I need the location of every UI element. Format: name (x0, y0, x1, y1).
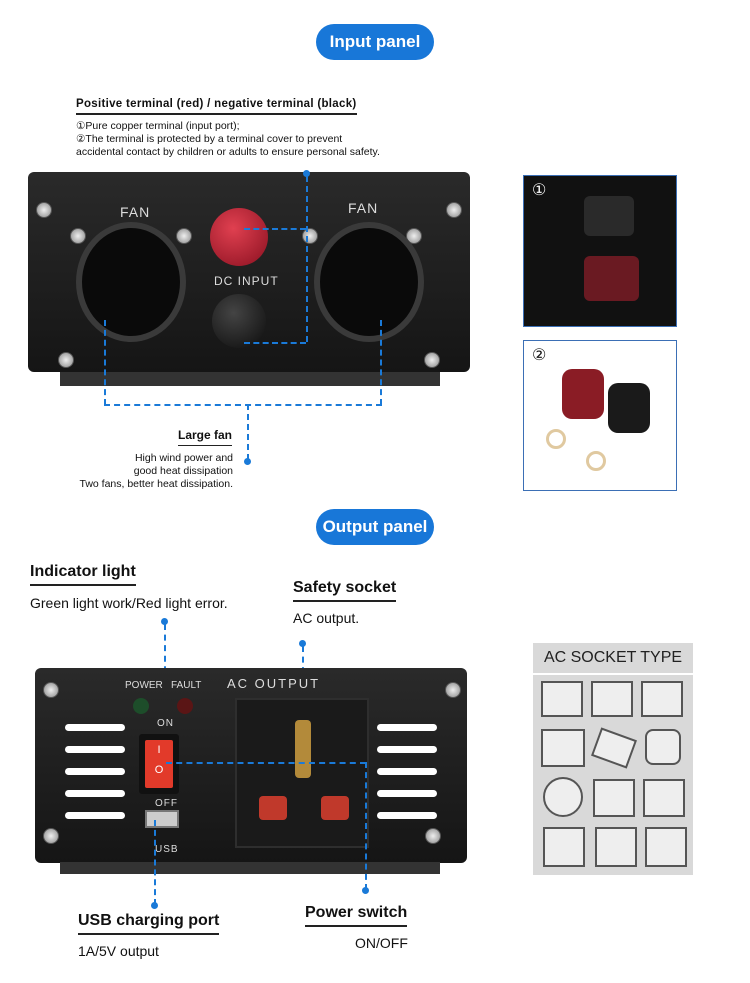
screw-icon (446, 202, 462, 218)
socket-icon (591, 681, 633, 717)
ac-socket-type-chart: AC SOCKET TYPE (533, 643, 693, 875)
power-led (133, 698, 149, 714)
pointer-dot (151, 902, 158, 909)
screw-icon (58, 352, 74, 368)
large-fan-heading: Large fan (178, 428, 233, 446)
switch-off-mark: O (154, 764, 164, 776)
socket-icon (645, 827, 687, 867)
indicator-text: Green light work/Red light error. (30, 595, 228, 611)
input-panel-badge: Input panel (316, 24, 434, 60)
terminal-description: ①Pure copper terminal (input port); ②The… (76, 120, 380, 159)
socket-icon (593, 779, 635, 817)
off-label: OFF (155, 798, 178, 809)
socket-icon (543, 777, 583, 817)
fan-line: good heat dissipation (133, 465, 233, 477)
negative-terminal (212, 294, 266, 348)
inset-number: ② (532, 347, 547, 364)
mounting-rail (60, 372, 440, 386)
socket-icon (641, 681, 683, 717)
terminal-line: ②The terminal is protected by a terminal… (76, 133, 343, 145)
screw-icon (424, 352, 440, 368)
terminal-closeup-2: ② (523, 340, 677, 491)
screw-icon (70, 228, 86, 244)
socket-icon (543, 827, 585, 867)
indicator-heading: Indicator light (30, 563, 136, 586)
fan-right (314, 222, 424, 342)
usb-label: USB (155, 844, 179, 855)
screw-icon (445, 682, 461, 698)
socket-heading: Safety socket (293, 579, 397, 602)
switch-heading: Power switch (305, 904, 408, 927)
fan-line: High wind power and (134, 452, 233, 464)
output-panel-badge: Output panel (316, 509, 434, 545)
screw-icon (425, 828, 441, 844)
fan-description: High wind power and good heat dissipatio… (40, 452, 233, 491)
fan-label: FAN (120, 204, 151, 220)
screw-icon (176, 228, 192, 244)
pointer-dot (362, 887, 369, 894)
terminal-closeup-1: ① (523, 175, 677, 327)
screw-icon (406, 228, 422, 244)
switch-text: ON/OFF (355, 935, 408, 951)
power-switch[interactable]: I O (139, 734, 179, 794)
fan-left (76, 222, 186, 342)
socket-text: AC output. (293, 610, 360, 626)
terminal-line: accidental contact by children or adults… (76, 146, 380, 158)
screw-icon (36, 202, 52, 218)
socket-icon (541, 681, 583, 717)
output-panel-device: POWER FAULT ON I O OFF USB AC OUTPUT (35, 668, 467, 863)
screw-icon (43, 682, 59, 698)
usb-text: 1A/5V output (78, 943, 159, 959)
terminal-heading: Positive terminal (red) / negative termi… (76, 98, 357, 115)
fault-led (177, 698, 193, 714)
socket-icon (591, 727, 637, 769)
pointer-dot (303, 170, 310, 177)
pointer-dot (161, 618, 168, 625)
switch-on-mark: I (157, 744, 161, 756)
pointer-dot (244, 458, 251, 465)
ac-socket[interactable] (235, 698, 369, 848)
pointer-dot (299, 640, 306, 647)
ac-output-label: AC OUTPUT (227, 676, 321, 691)
usb-heading: USB charging port (78, 912, 220, 935)
fan-label: FAN (348, 200, 379, 216)
mounting-rail (60, 862, 440, 874)
socket-icon (595, 827, 637, 867)
positive-terminal (210, 208, 268, 266)
screw-icon (302, 228, 318, 244)
input-panel-device: FAN FAN DC INPUT (28, 172, 470, 372)
usb-port[interactable] (145, 810, 179, 828)
socket-icon (643, 779, 685, 817)
power-led-label: POWER (125, 680, 163, 691)
fault-led-label: FAULT (171, 680, 202, 691)
socket-icon (645, 729, 681, 765)
fan-line: Two fans, better heat dissipation. (79, 478, 233, 490)
socket-icon (541, 729, 585, 767)
on-label: ON (157, 718, 174, 729)
terminal-line: ①Pure copper terminal (input port); (76, 120, 240, 132)
inset-number: ① (532, 182, 547, 199)
socket-type-title: AC SOCKET TYPE (533, 649, 693, 675)
dc-input-label: DC INPUT (214, 274, 279, 288)
screw-icon (43, 828, 59, 844)
